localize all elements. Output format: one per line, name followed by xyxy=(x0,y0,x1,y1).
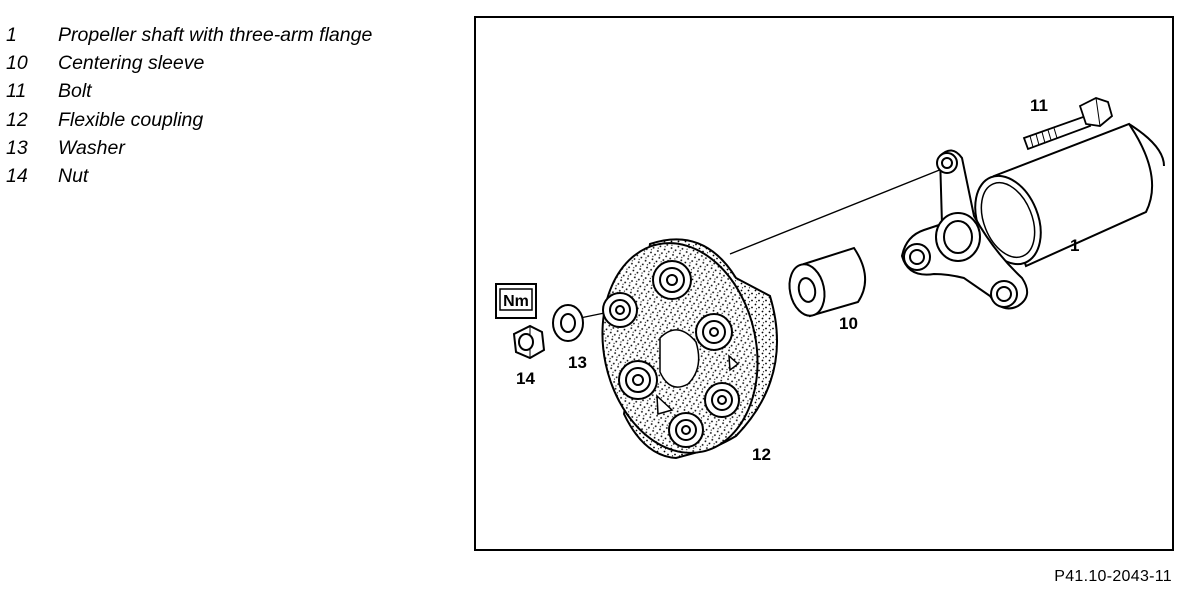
legend-text: Nut xyxy=(58,164,89,187)
flexible-coupling xyxy=(601,238,779,460)
three-arm-flange xyxy=(900,149,1029,310)
legend-text: Washer xyxy=(58,136,125,159)
legend-text: Propeller shaft with three-arm flange xyxy=(58,24,373,46)
legend-text: Centering sleeve xyxy=(58,52,205,75)
legend-text: Bolt xyxy=(58,80,92,103)
legend-number: 13 xyxy=(6,136,28,159)
legend-number: 11 xyxy=(6,80,27,103)
nut xyxy=(512,324,546,360)
legend-number: 10 xyxy=(6,52,28,75)
centering-sleeve xyxy=(788,246,866,318)
exploded-view-figure: Nm 1 10 11 12 13 14 xyxy=(474,16,1174,551)
legend-text: Flexible coupling xyxy=(58,108,204,131)
callout-13: 13 xyxy=(568,353,587,372)
callout-10: 10 xyxy=(839,314,858,333)
figure-reference: P41.10-2043-11 xyxy=(1054,568,1172,585)
callout-12: 12 xyxy=(752,445,771,464)
callout-1: 1 xyxy=(1070,236,1079,255)
washer xyxy=(552,304,584,342)
legend-number: 14 xyxy=(6,164,28,187)
callout-14: 14 xyxy=(516,369,535,388)
legend-number: 12 xyxy=(6,108,28,131)
torque-label: Nm xyxy=(503,293,529,310)
legend-number: 1 xyxy=(6,24,17,46)
torque-symbol: Nm xyxy=(495,283,537,319)
bolt xyxy=(1022,97,1114,151)
callout-11: 11 xyxy=(1030,96,1048,115)
